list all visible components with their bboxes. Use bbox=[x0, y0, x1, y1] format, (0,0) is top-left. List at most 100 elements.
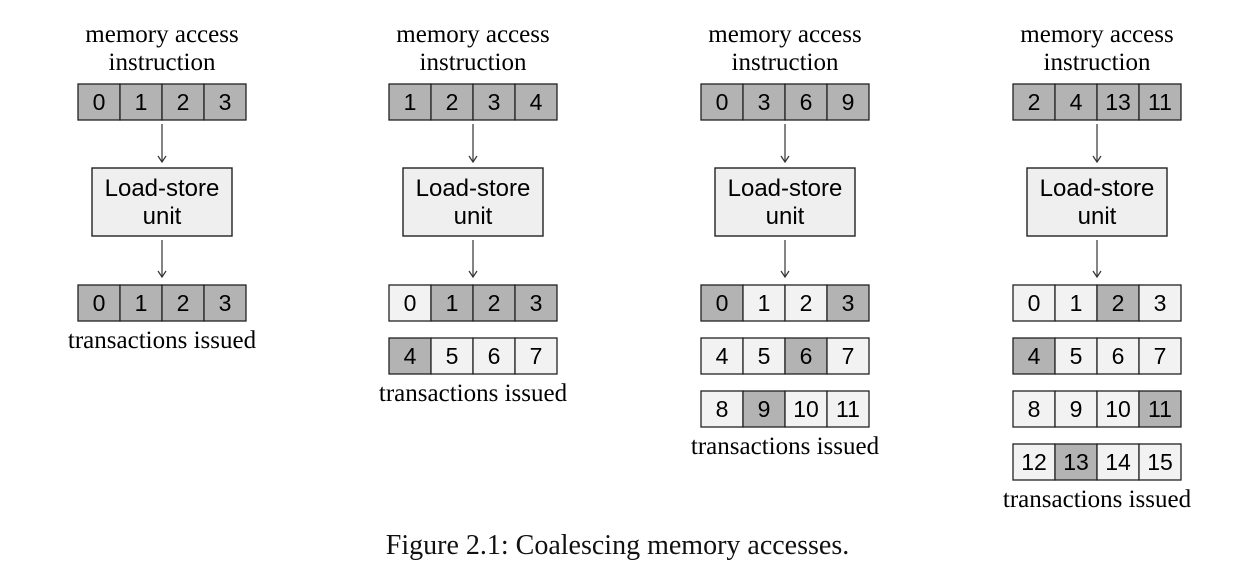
address-cell bbox=[1138, 390, 1182, 428]
address-cell-label: 5 bbox=[446, 343, 459, 369]
transactions-issued-label: transactions issued bbox=[691, 433, 880, 460]
address-cell bbox=[1054, 390, 1098, 428]
address-cell-label: 10 bbox=[1105, 396, 1131, 422]
address-cell bbox=[514, 284, 558, 322]
instruction-row: 0 1 2 3 bbox=[77, 83, 247, 121]
address-cell-label: 13 bbox=[1063, 449, 1089, 475]
load-store-unit-box bbox=[402, 167, 544, 237]
address-cell bbox=[1054, 284, 1098, 322]
load-store-unit-box bbox=[1026, 167, 1168, 237]
address-cell bbox=[784, 390, 828, 428]
load-store-unit-label: Load-store bbox=[1040, 175, 1155, 202]
figure-caption: Figure 2.1: Coalescing memory accesses. bbox=[385, 530, 850, 561]
transaction-row: 8 9 10 11 bbox=[1012, 390, 1182, 428]
down-arrow bbox=[468, 124, 478, 164]
address-cell bbox=[1054, 337, 1098, 375]
address-cell-label: 2 bbox=[800, 290, 813, 316]
address-cell bbox=[472, 83, 516, 121]
address-cell bbox=[430, 83, 474, 121]
address-cell bbox=[742, 337, 786, 375]
down-arrow bbox=[1092, 124, 1102, 164]
address-cell bbox=[1054, 443, 1098, 481]
address-cell bbox=[1096, 390, 1140, 428]
address-cell-label: 13 bbox=[1105, 89, 1131, 115]
address-cell-label: 4 bbox=[404, 343, 417, 369]
address-cell-label: 3 bbox=[842, 290, 855, 316]
address-cell-label: 9 bbox=[1070, 396, 1083, 422]
address-cell-label: 6 bbox=[1112, 343, 1125, 369]
address-cell-label: 7 bbox=[842, 343, 855, 369]
transactions-issued-label: transactions issued bbox=[1003, 486, 1192, 513]
address-cell-label: 14 bbox=[1105, 449, 1131, 475]
transaction-row: 12 13 14 15 bbox=[1012, 443, 1182, 481]
address-cell-label: 5 bbox=[758, 343, 771, 369]
load-store-unit-box bbox=[91, 167, 233, 237]
address-cell-label: 1 bbox=[135, 89, 148, 115]
address-cell bbox=[472, 337, 516, 375]
address-cell bbox=[1138, 443, 1182, 481]
transaction-row: 4 5 6 7 bbox=[700, 337, 870, 375]
load-store-unit-box bbox=[714, 167, 856, 237]
address-cell bbox=[77, 83, 121, 121]
load-store-unit-label: Load-store bbox=[728, 175, 843, 202]
address-cell bbox=[1054, 83, 1098, 121]
address-cell bbox=[77, 284, 121, 322]
load-store-unit-label: unit bbox=[454, 203, 493, 230]
address-cell-label: 2 bbox=[488, 290, 501, 316]
address-cell-label: 15 bbox=[1147, 449, 1173, 475]
address-cell bbox=[388, 83, 432, 121]
address-cell-label: 11 bbox=[1148, 89, 1172, 115]
down-arrow bbox=[1092, 240, 1102, 279]
address-cell bbox=[700, 284, 744, 322]
address-cell-label: 2 bbox=[1028, 89, 1041, 115]
address-cell-label: 4 bbox=[1070, 89, 1083, 115]
address-cell-label: 9 bbox=[842, 89, 855, 115]
address-cell-label: 8 bbox=[1028, 396, 1041, 422]
address-cell bbox=[826, 390, 870, 428]
address-cell-label: 3 bbox=[758, 89, 771, 115]
address-cell-label: 1 bbox=[1070, 290, 1083, 316]
instruction-label: memory access bbox=[85, 21, 238, 48]
address-cell-label: 7 bbox=[530, 343, 543, 369]
address-cell-label: 11 bbox=[1148, 396, 1172, 422]
address-cell-label: 2 bbox=[177, 89, 190, 115]
load-store-unit-label: unit bbox=[1078, 203, 1117, 230]
address-cell-label: 0 bbox=[93, 89, 106, 115]
address-cell bbox=[1012, 443, 1056, 481]
address-cell bbox=[784, 284, 828, 322]
address-cell-label: 8 bbox=[716, 396, 729, 422]
address-cell bbox=[742, 284, 786, 322]
address-cell-label: 6 bbox=[800, 343, 813, 369]
address-cell-label: 1 bbox=[446, 290, 459, 316]
address-cell bbox=[1096, 83, 1140, 121]
load-store-unit-label: unit bbox=[766, 203, 805, 230]
address-cell-label: 3 bbox=[219, 89, 232, 115]
address-cell-label: 10 bbox=[793, 396, 819, 422]
address-cell-label: 12 bbox=[1021, 449, 1047, 475]
address-cell-label: 0 bbox=[716, 89, 729, 115]
address-cell bbox=[388, 337, 432, 375]
address-cell-label: 4 bbox=[716, 343, 729, 369]
address-cell bbox=[203, 284, 247, 322]
load-store-unit-label: Load-store bbox=[416, 175, 531, 202]
address-cell bbox=[1012, 83, 1056, 121]
address-cell bbox=[161, 284, 205, 322]
address-cell bbox=[1138, 83, 1182, 121]
address-cell bbox=[826, 337, 870, 375]
address-cell bbox=[514, 83, 558, 121]
down-arrow bbox=[468, 240, 478, 279]
address-cell-label: 3 bbox=[1154, 290, 1167, 316]
address-cell bbox=[826, 83, 870, 121]
address-cell-label: 1 bbox=[135, 290, 148, 316]
address-cell-label: 1 bbox=[404, 89, 417, 115]
address-cell bbox=[700, 390, 744, 428]
address-cell-label: 3 bbox=[219, 290, 232, 316]
